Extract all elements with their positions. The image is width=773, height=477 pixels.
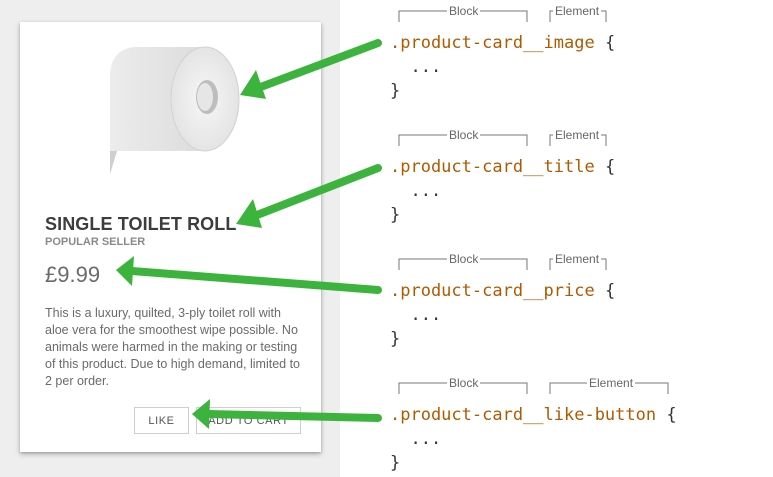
code-ellipsis: ... — [410, 57, 442, 77]
arrow-head — [236, 199, 262, 228]
block-label: Block — [447, 376, 481, 390]
arrow-head — [240, 70, 266, 99]
block-label: Block — [447, 252, 481, 266]
brace-open: { — [604, 33, 616, 53]
brace-close: } — [390, 205, 401, 225]
product-card-description: This is a luxury, quilted, 3-ply toilet … — [45, 306, 301, 388]
product-card-title: SINGLE TOILET ROLL — [45, 214, 237, 234]
arrow-to-image — [254, 39, 382, 92]
toilet-roll-image — [110, 46, 240, 174]
block-label: Block — [447, 4, 481, 18]
code-ellipsis: ... — [410, 181, 442, 201]
element-label: Element — [587, 376, 636, 390]
code-ellipsis: ... — [410, 305, 442, 325]
arrow-head — [192, 399, 210, 429]
brace-open: { — [604, 281, 616, 301]
code-block-like-button: .product-card__like-button { ... } — [390, 403, 677, 475]
selector-image: .product-card__image — [390, 33, 595, 53]
arrow-to-price — [128, 267, 382, 294]
selector-title: .product-card__title — [390, 157, 595, 177]
selector-price: .product-card__price — [390, 281, 595, 301]
product-card: SINGLE TOILET ROLL POPULAR SELLER £9.99 … — [20, 22, 321, 452]
brace-open: { — [666, 405, 677, 425]
code-block-title: .product-card__title { ... } — [390, 155, 615, 227]
brace-open: { — [604, 157, 616, 177]
code-block-price: .product-card__price { ... } — [390, 279, 615, 351]
product-card-subtitle: POPULAR SELLER — [45, 236, 146, 248]
element-label: Element — [553, 128, 602, 142]
code-block-image: .product-card__image { ... } — [390, 31, 615, 103]
brace-close: } — [390, 81, 401, 101]
arrow-to-like-button — [204, 410, 382, 422]
element-label: Element — [553, 4, 602, 18]
brace-close: } — [390, 329, 401, 349]
block-label: Block — [447, 128, 481, 142]
selector-like-button: .product-card__like-button — [390, 405, 657, 425]
product-card-price: £9.99 — [45, 262, 101, 287]
code-ellipsis: ... — [410, 429, 442, 449]
brace-close: } — [390, 453, 401, 473]
arrow-to-title — [248, 164, 382, 221]
arrow-head — [116, 256, 134, 286]
like-button[interactable]: LIKE — [134, 407, 189, 434]
element-label: Element — [553, 252, 602, 266]
